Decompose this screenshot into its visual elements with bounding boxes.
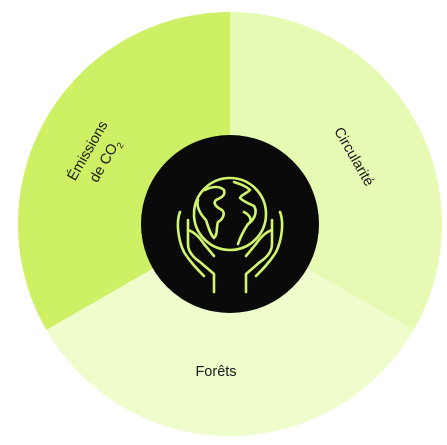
segment-forets <box>46 224 414 437</box>
label-emissions-subscript: 2 <box>115 141 126 150</box>
center-circle <box>141 135 319 313</box>
globe-in-hands-icon <box>176 176 284 294</box>
label-forets: Forêts <box>195 364 236 380</box>
